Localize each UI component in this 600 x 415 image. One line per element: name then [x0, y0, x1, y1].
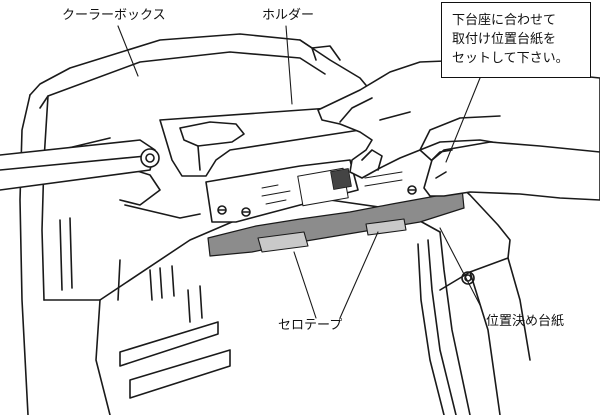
- label-holder: ホルダー: [262, 8, 315, 23]
- leader-positioning-sheet: [439, 227, 481, 306]
- cooler-handle-strap: [0, 139, 160, 191]
- callout-line-2: 取付け位置台紙を: [452, 32, 557, 47]
- holder-device: [159, 107, 361, 177]
- label-positioning-sheet: 位置決め台紙: [486, 314, 565, 329]
- holder-base-plate: [205, 159, 445, 223]
- cello-tape-pieces: [257, 218, 407, 253]
- callout-line-1: 下台座に合わせて: [452, 13, 557, 28]
- leader-cooler-box: [117, 25, 139, 77]
- callout-line-3: セットして下さい。: [452, 51, 569, 66]
- label-cello-tape: セロテープ: [278, 318, 343, 333]
- leader-callout: [445, 77, 481, 163]
- instruction-callout: 下台座に合わせて 取付け位置台紙を セットして下さい。: [441, 2, 591, 78]
- leader-tape-left: [293, 251, 317, 319]
- leader-tape-right: [339, 231, 379, 319]
- label-cooler-box: クーラーボックス: [62, 8, 166, 23]
- leader-lines: [117, 25, 481, 319]
- leader-holder: [285, 25, 293, 105]
- right-hand-finger: [423, 141, 600, 201]
